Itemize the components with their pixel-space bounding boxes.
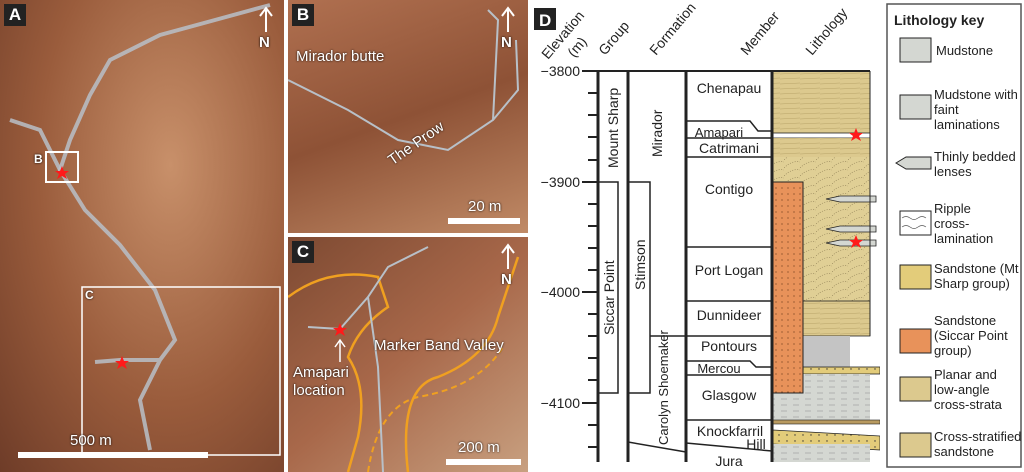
tick-label: −4000 — [541, 284, 581, 300]
stratigraphic-column: D Elevation (m) Group Formation Member L… — [534, 0, 880, 469]
north-label: N — [501, 34, 512, 51]
panel-c-map: C Marker Band Valley Amapari location N … — [288, 237, 528, 472]
header-member: Member — [737, 8, 782, 58]
key-item-label: Mudstone with faint laminations — [934, 87, 1018, 132]
member-pontours: Pontours — [701, 338, 757, 354]
member-hill: Hill — [746, 436, 765, 452]
scale-label: 20 m — [468, 198, 502, 215]
star-icon — [849, 128, 863, 141]
inset-c-box — [81, 286, 281, 456]
header-lithology: Lithology — [802, 5, 850, 58]
key-item-label: Thinly bedded lenses — [934, 149, 1016, 179]
member-chenapau: Chenapau — [697, 80, 762, 96]
member-amapari: Amapari — [695, 125, 744, 140]
member-knockfarril: Knockfarril — [697, 423, 763, 439]
star-icon — [333, 323, 347, 336]
rover-route-a — [57, 3, 271, 451]
panel-a-map: A N B C 500 m — [0, 0, 284, 472]
key-item-label: Cross-stratified sandstone — [934, 429, 1022, 459]
siccar-point-sandstone — [772, 181, 804, 394]
key-item-label: Sandstone (Mt Sharp group) — [934, 261, 1019, 291]
scale-label: 500 m — [70, 432, 112, 449]
key-item-label: Planar and low-angle cross-strata — [934, 367, 1002, 412]
star-icon — [55, 166, 69, 179]
tick-label: −3800 — [541, 63, 581, 79]
rover-route-c — [307, 246, 429, 472]
formation-carolyn-shoemaker: Carolyn Shoemaker — [656, 329, 671, 445]
member-jura: Jura — [715, 453, 742, 469]
member-contigo: Contigo — [705, 181, 753, 197]
north-label: N — [259, 34, 270, 51]
scale-bar — [448, 218, 520, 224]
key-item-label: Mudstone — [936, 43, 993, 58]
star-icon — [115, 356, 129, 369]
lithology-key: Lithology key Mudstone Mudstone with fai… — [886, 3, 1022, 468]
member-mercou: Mercou — [697, 361, 740, 376]
formation-stimson: Stimson — [632, 239, 648, 290]
panel-b-map: B Mirador butte The Prow N 20 m — [288, 0, 528, 233]
star-icon — [849, 235, 863, 248]
panel-label: C — [292, 241, 314, 263]
tick-label: −3900 — [541, 174, 581, 190]
group-mount-sharp: Mount Sharp — [605, 88, 621, 168]
panel-label: D — [539, 11, 551, 30]
key-title: Lithology key — [894, 12, 984, 28]
tick-label: −4100 — [541, 395, 581, 411]
scale-label: 200 m — [458, 439, 500, 456]
panel-label: A — [4, 4, 26, 26]
scale-bar — [446, 459, 521, 465]
rover-route-b — [288, 9, 520, 152]
scale-bar — [18, 452, 208, 458]
member-glasgow: Glasgow — [702, 387, 757, 403]
header-group: Group — [595, 18, 632, 58]
site-name: Mirador butte — [296, 48, 385, 65]
panel-label: B — [292, 4, 314, 26]
member-catrimani: Catrimani — [699, 140, 759, 156]
location-label: Amapari location — [293, 364, 349, 399]
valley-name: Marker Band Valley — [374, 337, 504, 354]
member-dunnideer: Dunnideer — [697, 307, 762, 323]
inset-b-box — [45, 151, 79, 183]
member-port-logan: Port Logan — [695, 262, 764, 278]
inset-b-label: B — [34, 152, 43, 166]
header-formation: Formation — [646, 0, 699, 58]
key-item-label: Ripple cross-lamination — [934, 201, 994, 246]
formation-mirador: Mirador — [649, 109, 665, 157]
north-label: N — [501, 271, 512, 288]
inset-c-label: C — [85, 288, 94, 302]
key-item-label: Sandstone (Siccar Point group) — [934, 313, 1008, 358]
contour-line — [288, 273, 390, 472]
contour-line — [404, 256, 520, 472]
group-siccar-point: Siccar Point — [601, 260, 617, 335]
